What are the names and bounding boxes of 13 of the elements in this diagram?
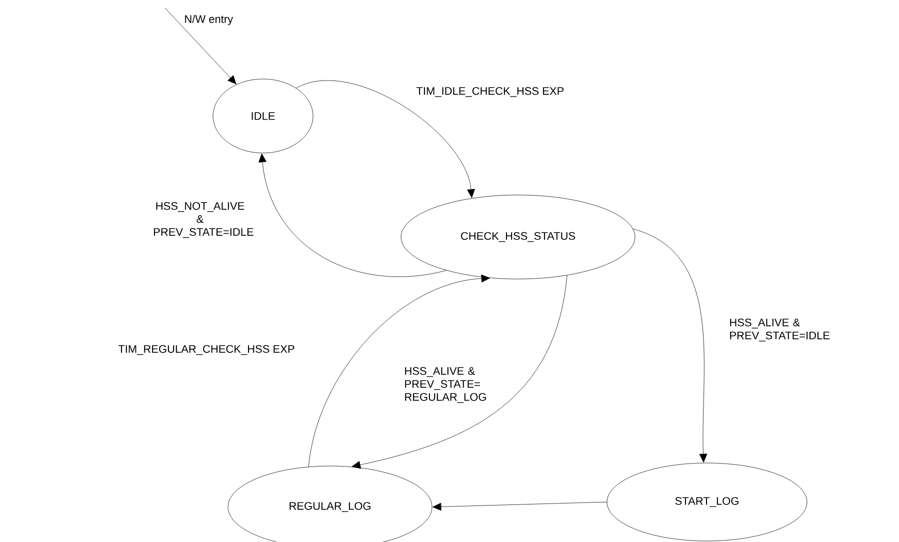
edge-label: TIM_REGULAR_CHECK_HSS EXP — [118, 345, 294, 355]
edge-label: HSS_ALIVE & PREV_STATE= REGULAR_LOG — [405, 367, 486, 403]
edge-label: HSS_NOT_ALIVE & PREV_STATE=IDLE — [154, 202, 254, 238]
arrow — [308, 274, 490, 467]
arrow — [432, 502, 607, 511]
arrow — [352, 275, 568, 469]
edge-label: N/W entry — [185, 14, 234, 26]
arrow — [296, 80, 475, 198]
arrow — [164, 8, 236, 84]
edge-label: HSS_ALIVE & PREV_STATE=IDLE — [730, 318, 830, 342]
arrow — [258, 153, 447, 277]
edge-label: TIM_IDLE_CHECK_HSS EXP — [416, 87, 564, 97]
arrow — [632, 228, 708, 463]
